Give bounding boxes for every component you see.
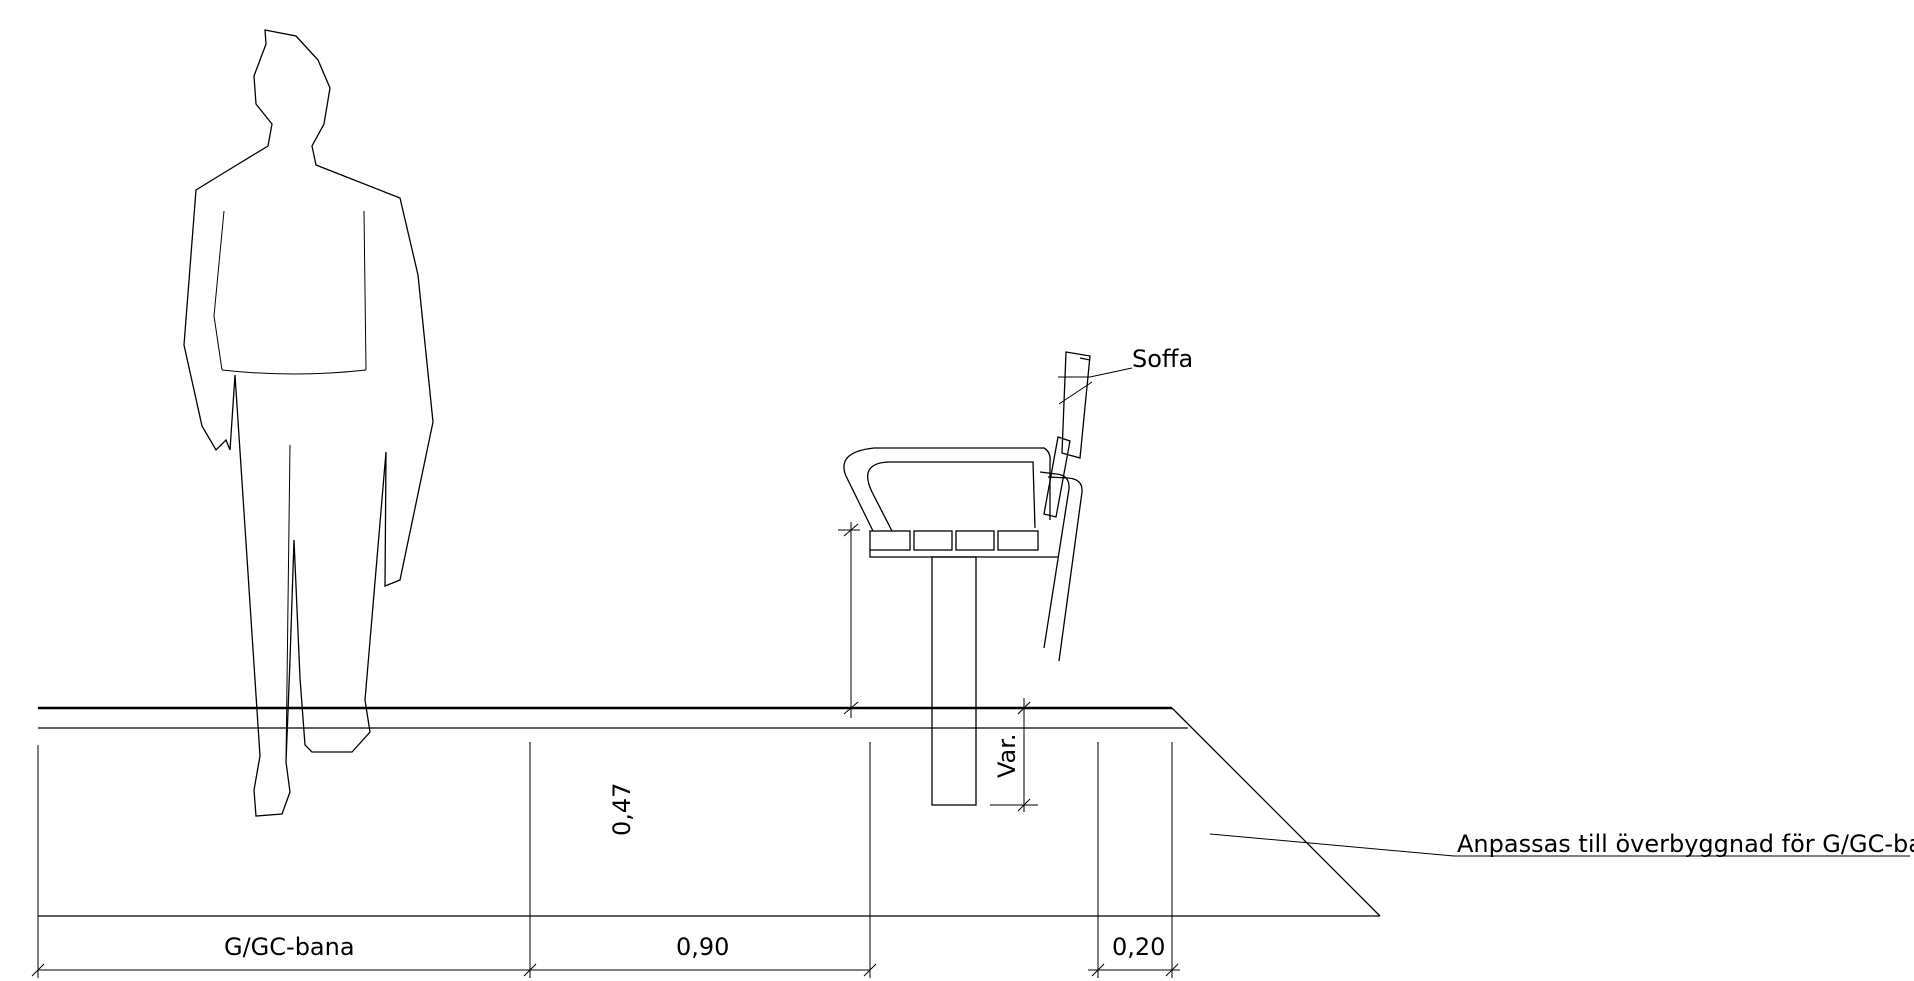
label-anpassas: Anpassas till överbyggnad för G/GC-bana [1457, 830, 1914, 858]
dim-bottom-lines [31, 963, 1180, 977]
dim-post-depth [990, 698, 1038, 812]
ground-section [37, 706, 1381, 978]
person-figure [183, 29, 434, 817]
leader-line-anpassas [1209, 833, 1910, 857]
dim-label-path: G/GC-bana [224, 933, 355, 961]
bench [843, 351, 1133, 806]
dim-label-020: 0,20 [1112, 933, 1165, 961]
label-soffa: Soffa [1132, 345, 1193, 373]
dim-label-seat-height: 0,47 [608, 783, 636, 836]
dim-seat-height [838, 522, 860, 718]
dim-label-090: 0,90 [676, 933, 729, 961]
dim-label-post-depth: Var. [993, 733, 1021, 778]
